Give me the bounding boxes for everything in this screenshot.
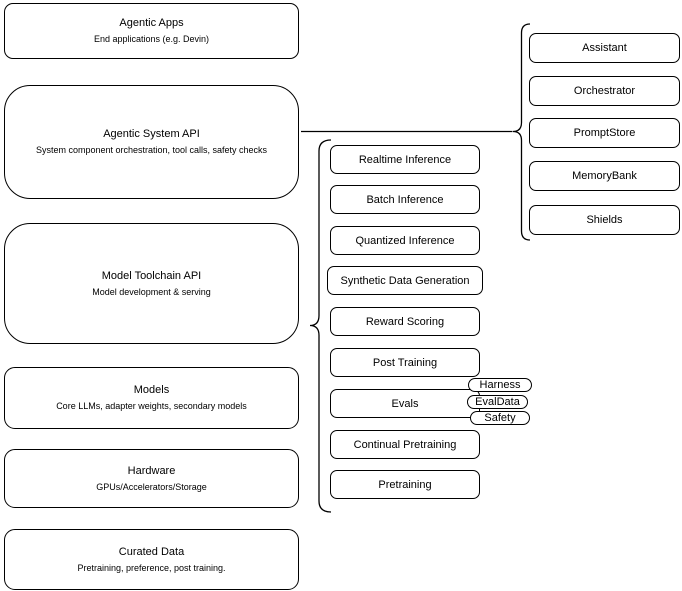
node-title: Curated Data	[118, 545, 185, 558]
tag-label: EvalData	[475, 395, 520, 408]
node-subtitle: GPUs/Accelerators/Storage	[96, 481, 207, 492]
node-models: Models Core LLMs, adapter weights, secon…	[4, 367, 299, 429]
node-evals-evaldata: EvalData	[467, 395, 528, 409]
node-memorybank: MemoryBank	[529, 161, 680, 191]
tag-label: Harness	[479, 378, 521, 391]
node-promptstore: PromptStore	[529, 118, 680, 148]
node-label: Realtime Inference	[358, 153, 452, 166]
node-label: Continual Pretraining	[353, 438, 457, 451]
node-realtime-inference: Realtime Inference	[330, 145, 480, 174]
node-label: Synthetic Data Generation	[340, 274, 470, 287]
node-label: Assistant	[582, 42, 627, 54]
node-agentic-apps: Agentic Apps End applications (e.g. Devi…	[4, 3, 299, 59]
node-label: Orchestrator	[573, 85, 636, 97]
node-hardware: Hardware GPUs/Accelerators/Storage	[4, 449, 299, 508]
node-orchestrator: Orchestrator	[529, 76, 680, 106]
components-brace	[512, 23, 531, 241]
node-post-training: Post Training	[330, 348, 480, 377]
tag-label: Safety	[484, 411, 516, 424]
node-subtitle: End applications (e.g. Devin)	[93, 34, 210, 44]
node-title: Models	[133, 384, 170, 396]
node-assistant: Assistant	[529, 33, 680, 63]
node-subtitle: System component orchestration, tool cal…	[35, 145, 268, 155]
node-subtitle: Core LLMs, adapter weights, secondary mo…	[56, 401, 247, 411]
node-evals: Evals	[330, 389, 480, 418]
node-pretraining: Pretraining	[330, 470, 480, 499]
node-shields: Shields	[529, 205, 680, 235]
node-continual-pretraining: Continual Pretraining	[330, 430, 480, 459]
node-label: Batch Inference	[366, 193, 444, 206]
node-label: Shields	[586, 214, 623, 226]
node-subtitle: Model development & serving	[92, 286, 211, 297]
node-reward-scoring: Reward Scoring	[330, 307, 480, 336]
node-label: Evals	[391, 397, 419, 410]
toolchain-brace	[309, 139, 332, 513]
node-synthetic-data-generation: Synthetic Data Generation	[327, 266, 483, 295]
node-subtitle: Pretraining, preference, post training.	[77, 562, 226, 573]
node-evals-harness: Harness	[468, 378, 532, 392]
node-curated-data: Curated Data Pretraining, preference, po…	[4, 529, 299, 590]
node-label: MemoryBank	[572, 170, 637, 182]
node-batch-inference: Batch Inference	[330, 185, 480, 214]
node-title: Agentic System API	[103, 128, 200, 140]
node-title: Hardware	[127, 464, 176, 477]
node-agentic-system-api: Agentic System API System component orch…	[4, 85, 299, 199]
node-label: Reward Scoring	[365, 315, 445, 328]
node-quantized-inference: Quantized Inference	[330, 226, 480, 255]
node-model-toolchain-api: Model Toolchain API Model development & …	[4, 223, 299, 344]
node-evals-safety: Safety	[470, 411, 530, 425]
node-label: Post Training	[372, 356, 438, 369]
node-title: Agentic Apps	[119, 17, 184, 29]
node-label: Pretraining	[378, 478, 432, 491]
node-label: PromptStore	[573, 127, 636, 139]
node-title: Model Toolchain API	[101, 269, 202, 282]
node-label: Quantized Inference	[355, 234, 455, 247]
